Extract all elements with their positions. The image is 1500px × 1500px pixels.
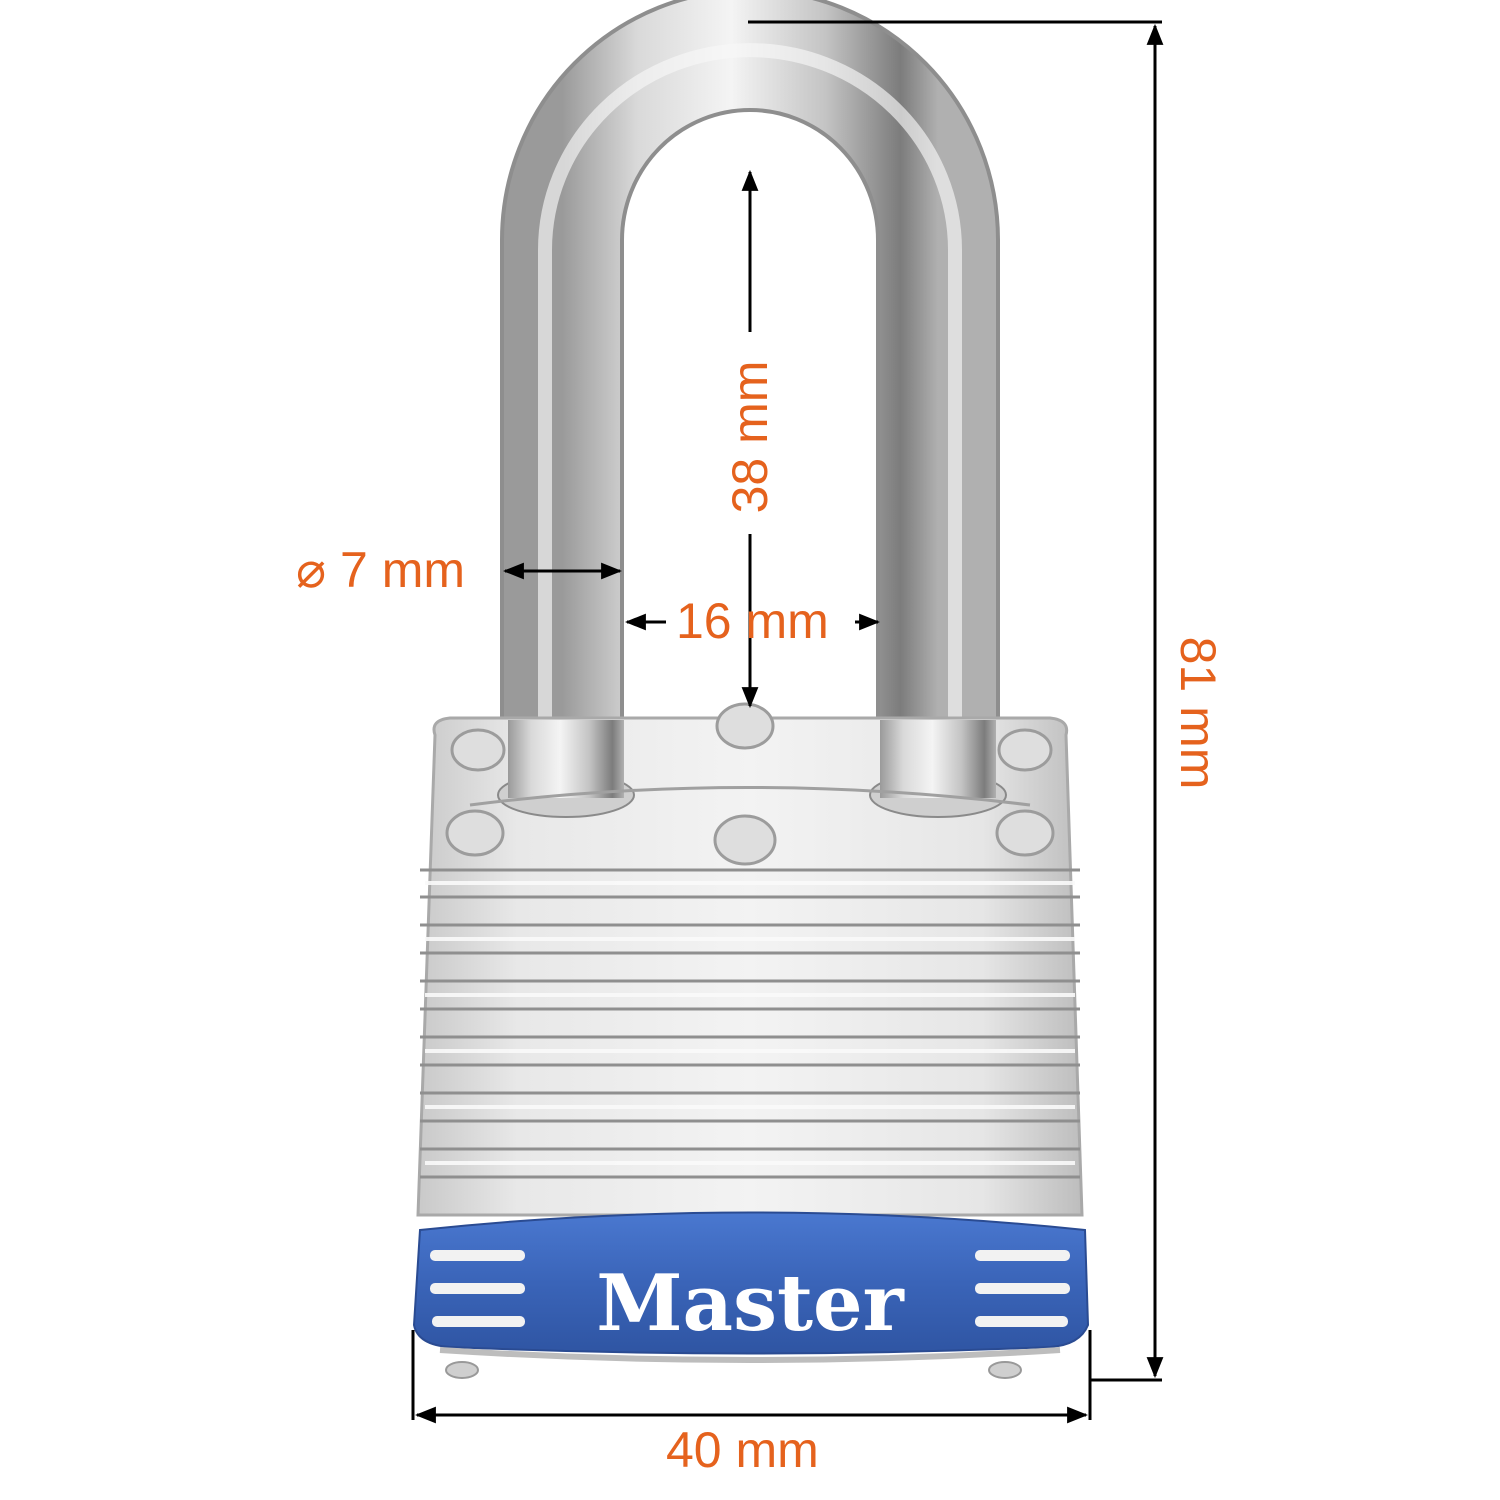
- dimension-lines: [411, 20, 1164, 1424]
- rivets: [445, 702, 1055, 866]
- brand-logo-text: Master: [596, 1258, 904, 1349]
- body-width-label: 40 mm: [666, 1422, 819, 1478]
- shackle: [500, 0, 1000, 800]
- shackle-inner-width-label: 16 mm: [676, 593, 829, 649]
- shackle-diameter-label: ⌀ 7 mm: [296, 542, 465, 598]
- lock-body: [416, 702, 1084, 1217]
- blue-bumper-band: Master: [412, 1211, 1090, 1379]
- shackle-clearance-height-label: 38 mm: [722, 360, 778, 514]
- band-stripes: [430, 1250, 1070, 1327]
- overall-height-label: 81 mm: [1170, 636, 1226, 790]
- laminated-plates: [420, 868, 1080, 1179]
